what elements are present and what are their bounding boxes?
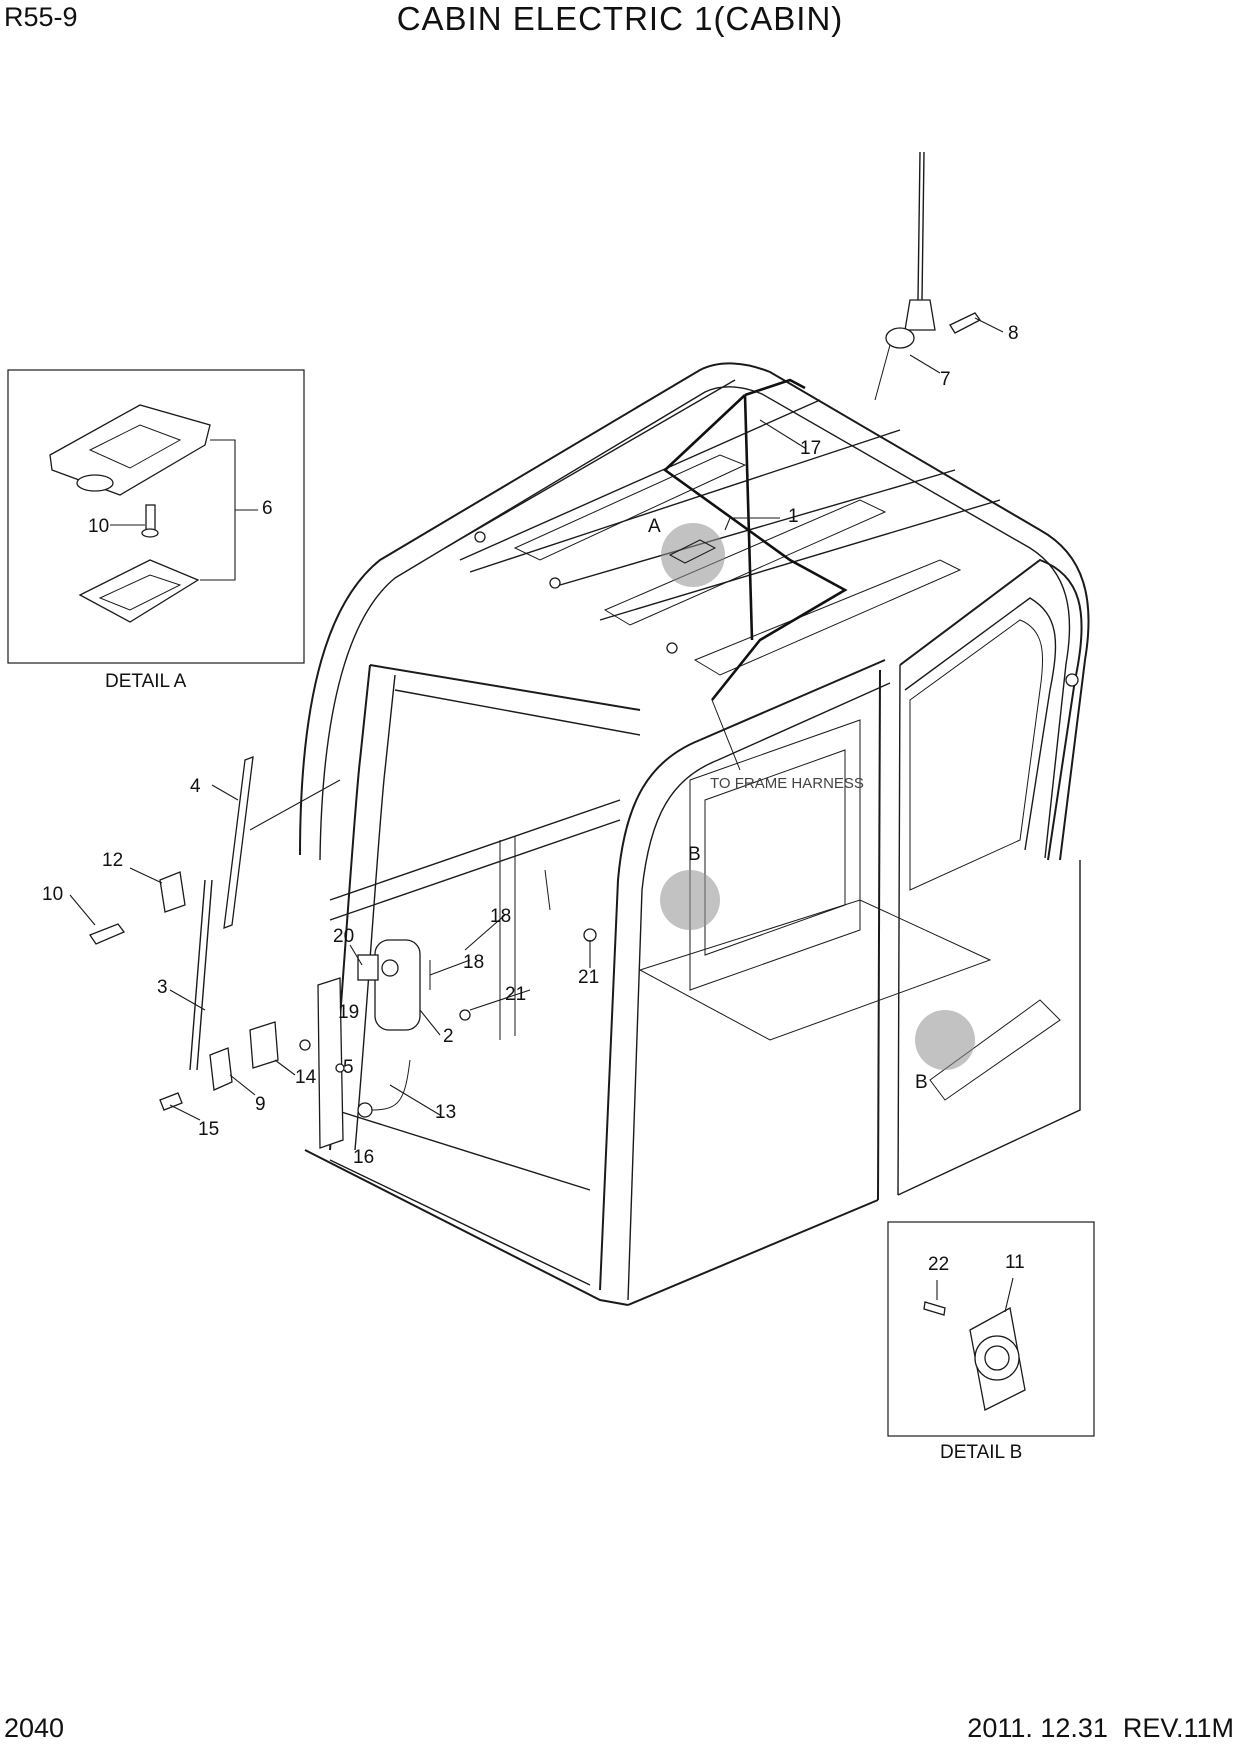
- detail-b-caption: DETAIL B: [940, 1442, 1022, 1463]
- detail-marker-b-label-2: B: [915, 1072, 928, 1093]
- detail-marker-b-circle-1: [660, 870, 720, 930]
- callout-5: 5: [343, 1057, 354, 1078]
- callout-13: 13: [435, 1102, 456, 1123]
- callout-1: 1: [788, 506, 799, 527]
- callout-17: 17: [800, 438, 821, 459]
- detail-marker-a-circle: [661, 523, 725, 587]
- callout-18-lower: 18: [463, 952, 484, 973]
- detail-marker-b-label-1: B: [688, 844, 701, 865]
- revision-info: 2011. 12.31 REV.11M: [967, 1713, 1234, 1743]
- page-number: 2040: [4, 1713, 65, 1743]
- callout-21-left: 21: [505, 984, 526, 1005]
- callout-11: 11: [1005, 1252, 1025, 1273]
- cabin-frame: [299, 362, 1090, 1306]
- callout-9: 9: [255, 1094, 266, 1115]
- callout-12: 12: [102, 850, 123, 871]
- detail-b-box: [887, 1221, 1095, 1437]
- callout-3: 3: [157, 977, 168, 998]
- callout-labels: 1 2 3 4 5 6 7 8 9 10 10 11 12 13 14 15 1…: [42, 323, 1025, 1275]
- callout-21-right: 21: [578, 967, 599, 988]
- wiper-motor-assembly: [249, 869, 597, 1149]
- callout-20: 20: [333, 926, 354, 947]
- model-code: R55-9: [4, 2, 78, 32]
- page-title: CABIN ELECTRIC 1(CABIN): [396, 0, 844, 37]
- callout-16: 16: [353, 1147, 374, 1168]
- callout-15: 15: [198, 1119, 219, 1140]
- detail-a-box: [7, 369, 305, 664]
- callout-2: 2: [443, 1026, 454, 1047]
- detail-marker-b-circle-2: [915, 1010, 975, 1070]
- callout-18-upper: 18: [490, 906, 511, 927]
- detail-markers: A B B: [648, 516, 975, 1093]
- callout-leaders: [69, 317, 1004, 1121]
- detail-marker-a-label: A: [648, 516, 661, 537]
- callout-10: 10: [42, 884, 63, 905]
- antenna-assembly: [874, 151, 981, 401]
- callout-10-detail-a: 10: [88, 516, 109, 537]
- callout-6: 6: [262, 498, 273, 519]
- detail-a-caption: DETAIL A: [105, 671, 187, 692]
- callout-7: 7: [940, 369, 951, 390]
- callout-4: 4: [190, 776, 201, 797]
- callout-19: 19: [338, 1002, 359, 1023]
- to-frame-harness-note: TO FRAME HARNESS: [710, 775, 864, 792]
- wiper-assembly: [89, 756, 341, 1111]
- callout-14: 14: [295, 1067, 317, 1088]
- callout-8: 8: [1008, 323, 1019, 344]
- callout-22: 22: [928, 1254, 949, 1275]
